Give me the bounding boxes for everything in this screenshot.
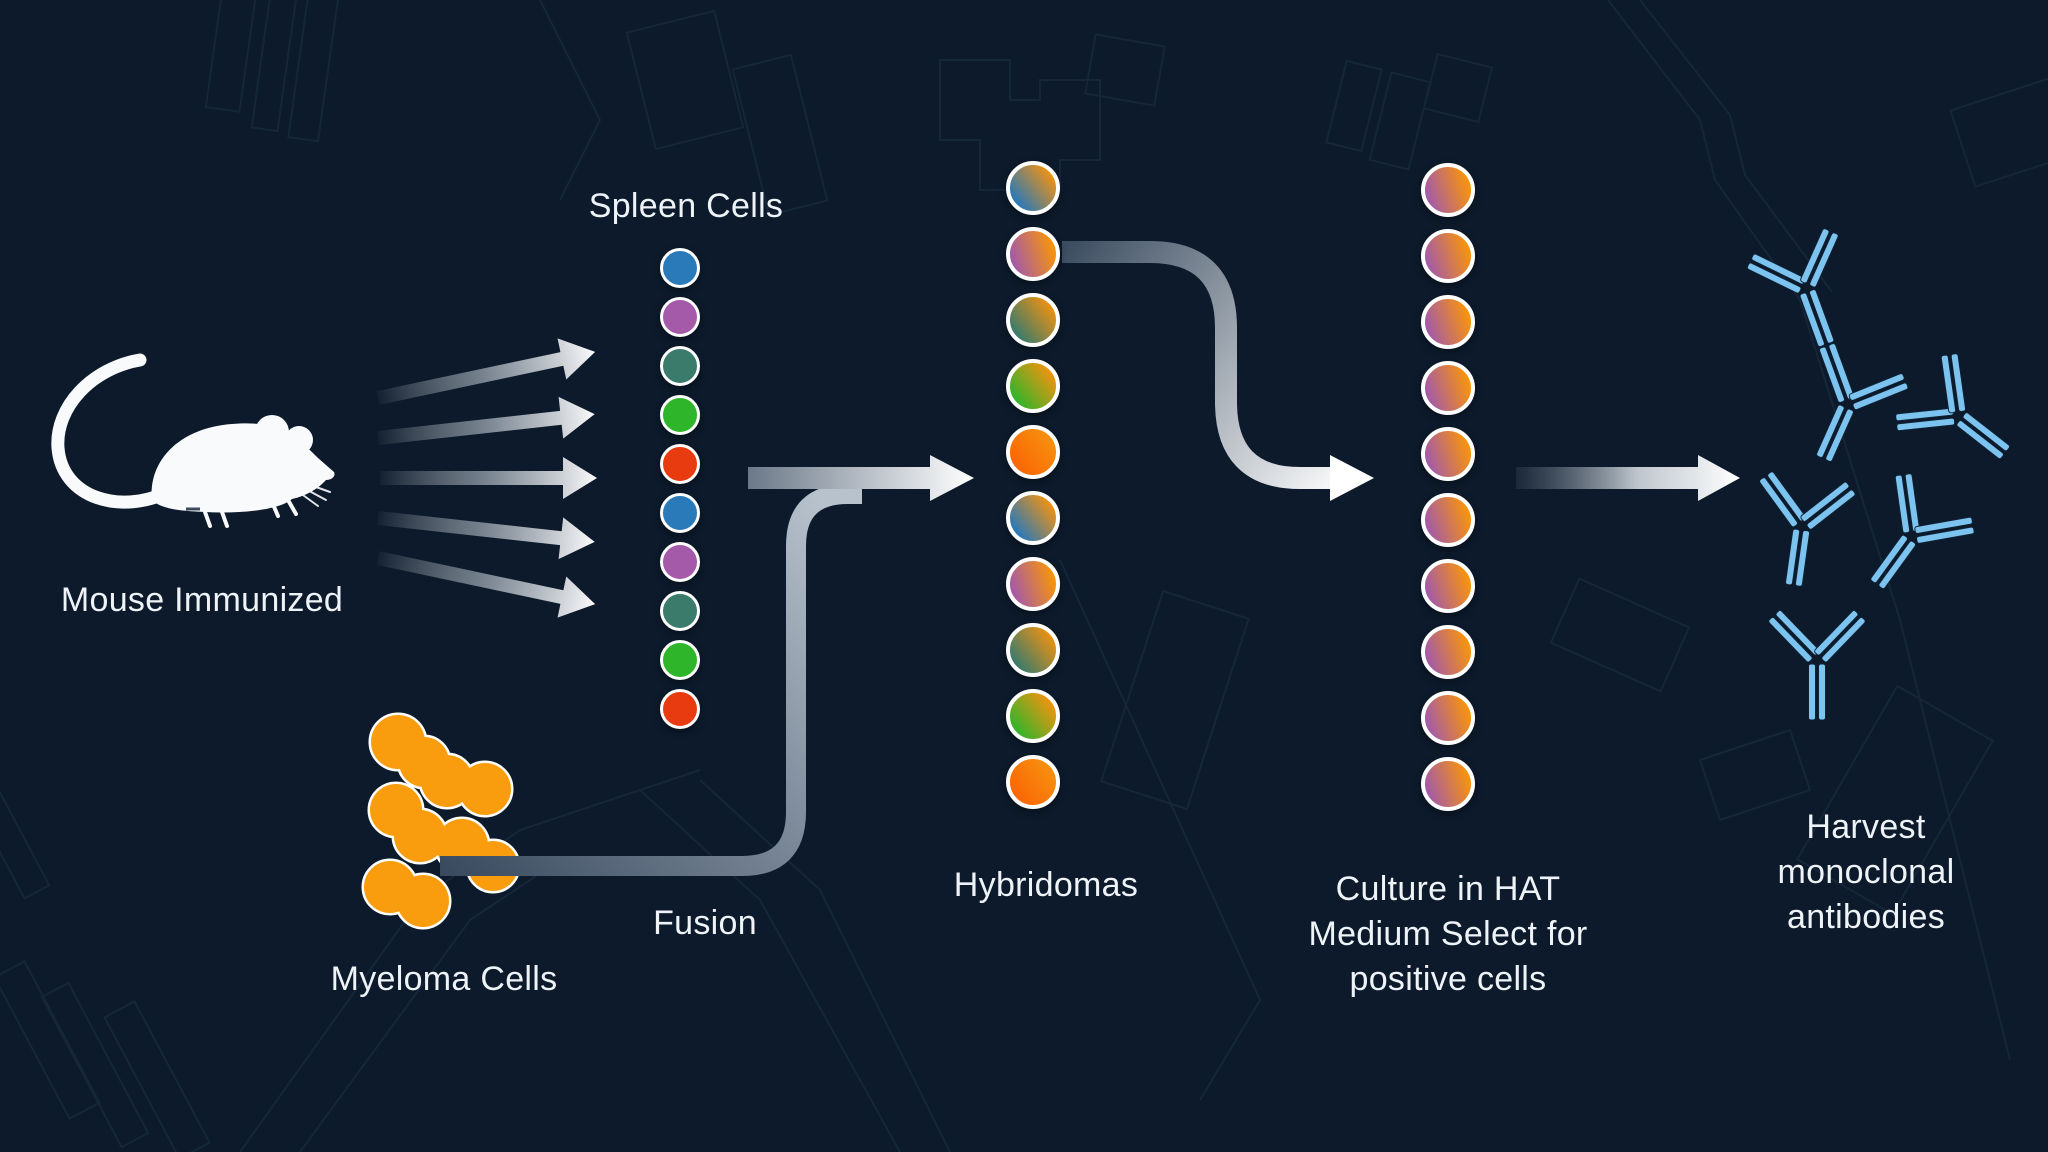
myeloma-cells-icon — [361, 712, 521, 930]
immunization-arrow — [376, 551, 596, 618]
hybridomas-label: Hybridomas — [953, 866, 1139, 904]
myeloma-fusion-line — [440, 484, 862, 876]
mouse-immunized-label: Mouse Immunized — [60, 581, 344, 619]
hybridoma-cell — [1006, 293, 1060, 347]
hybridoma-cell — [1006, 689, 1060, 743]
spleen-cells-column — [660, 248, 700, 729]
immunization-arrows — [376, 338, 597, 618]
hybridoma-cell — [1006, 623, 1060, 677]
immunization-arrow — [377, 511, 595, 560]
harvested-antibodies — [1742, 223, 2037, 721]
hybridoma-to-hat-arrow — [1062, 241, 1374, 501]
spleen-cell — [660, 395, 700, 435]
hat-cell — [1421, 427, 1475, 481]
hybridoma-cell — [1006, 161, 1060, 215]
spleen-cell — [660, 493, 700, 533]
hybridoma-cell — [1006, 359, 1060, 413]
hat-medium-label: Culture in HAT Medium Select for positiv… — [1308, 867, 1587, 1002]
hat-cell — [1421, 625, 1475, 679]
spleen-cell — [660, 346, 700, 386]
hybridoma-cell — [1006, 425, 1060, 479]
hybridoma-cell — [1006, 557, 1060, 611]
fusion-arrow — [748, 455, 974, 501]
hat-cell — [1421, 493, 1475, 547]
hybridoma-cell — [1006, 491, 1060, 545]
spleen-cell — [660, 542, 700, 582]
hybridoma-cell — [1006, 755, 1060, 809]
hat-cell — [1421, 559, 1475, 613]
harvest-antibodies-label: Harvest monoclonal antibodies — [1778, 805, 1955, 940]
spleen-cells-label: Spleen Cells — [588, 187, 784, 225]
fusion-label: Fusion — [653, 904, 757, 942]
hybridoma-cell — [1006, 227, 1060, 281]
myeloma-cells-label: Myeloma Cells — [330, 960, 558, 998]
immunization-arrow — [380, 457, 597, 499]
hat-cell — [1421, 361, 1475, 415]
antibody-icon — [1778, 337, 1914, 480]
hat-cell — [1421, 295, 1475, 349]
hat-medium-label-line: Medium Select for — [1308, 915, 1588, 953]
hybridomas-column — [1006, 161, 1060, 809]
immunization-arrow — [377, 396, 595, 445]
hat-medium-label-line: Culture in HAT — [1335, 870, 1561, 908]
immunization-arrow — [376, 338, 596, 405]
harvest-antibodies-label-line: antibodies — [1786, 898, 1946, 936]
harvest-antibodies-label-line: monoclonal — [1777, 853, 1955, 891]
spleen-cell — [660, 689, 700, 729]
antibody-icon — [1742, 223, 1874, 362]
hat-cell — [1421, 163, 1475, 217]
hat-cell — [1421, 691, 1475, 745]
antibody-icon — [1767, 608, 1867, 721]
hat-to-harvest-arrow — [1516, 455, 1740, 501]
hat-cell — [1421, 229, 1475, 283]
hat-medium-label-line: positive cells — [1349, 960, 1547, 998]
antibody-icon — [1887, 345, 2037, 493]
hat-selected-cells-column — [1421, 163, 1475, 811]
spleen-cell — [660, 444, 700, 484]
spleen-cell — [660, 297, 700, 337]
spleen-cell — [660, 640, 700, 680]
mouse-icon — [51, 353, 335, 528]
harvest-antibodies-label-line: Harvest — [1806, 808, 1926, 846]
spleen-cell — [660, 591, 700, 631]
antibody-icon — [1744, 468, 1859, 593]
hat-cell — [1421, 757, 1475, 811]
spleen-cell — [660, 248, 700, 288]
